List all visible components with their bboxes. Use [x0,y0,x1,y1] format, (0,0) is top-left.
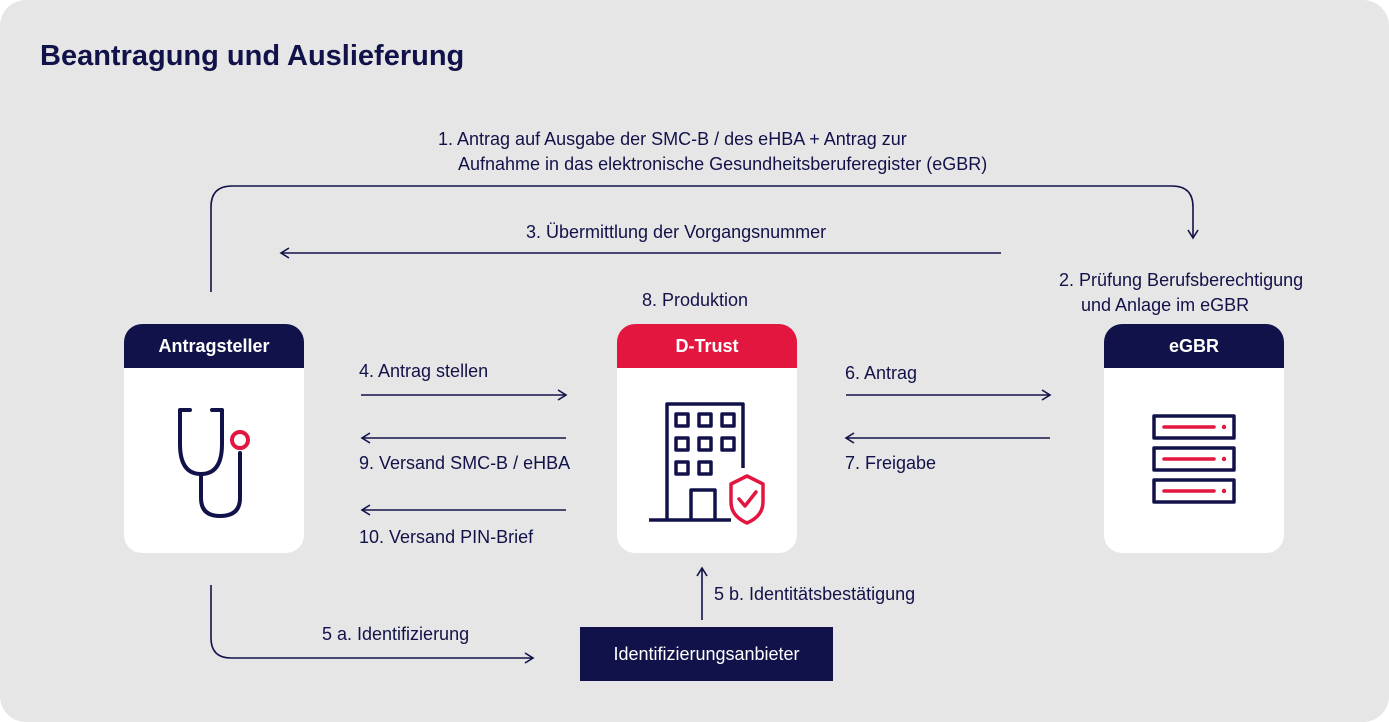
diagram-title: Beantragung und Auslieferung [40,40,465,72]
node-antragsteller: Antragsteller [124,324,304,553]
step-5b-label: 5 b. Identitätsbestätigung [714,584,916,604]
step-8-label: 8. Produktion [642,290,749,310]
step-10-label: 10. Versand PIN-Brief [359,527,534,547]
step-9-label: 9. Versand SMC-B / eHBA [359,453,571,473]
step-5a-label: 5 a. Identifizierung [322,624,470,644]
node-egbr-title: eGBR [1104,324,1284,368]
node-antragsteller-title: Antragsteller [124,324,304,368]
step-1-label-line1: 1. Antrag auf Ausgabe der SMC-B / des eH… [438,129,907,149]
step-2-label-line2: und Anlage im eGBR [1081,295,1250,315]
node-identifizierungsanbieter: Identifizierungsanbieter [580,627,833,681]
step-6-label: 6. Antrag [845,363,918,383]
step-7-label: 7. Freigabe [845,453,937,473]
step-1-label-line2: Aufnahme in das elektronische Gesundheit… [458,154,988,174]
step-2-label-line1: 2. Prüfung Berufsberechtigung [1059,270,1304,290]
node-d-trust: D-Trust [617,324,797,553]
stethoscope-icon [178,408,250,518]
node-d-trust-title: D-Trust [617,324,797,368]
arrow-1-application [210,185,1199,292]
node-egbr: eGBR [1104,324,1284,553]
building-shield-icon [649,402,765,525]
arrow-5a-identification [210,585,535,664]
server-icon [1152,414,1236,504]
step-4-label: 4. Antrag stellen [359,361,489,381]
step-3-label: 3. Übermittlung der Vorgangsnummer [526,222,827,242]
